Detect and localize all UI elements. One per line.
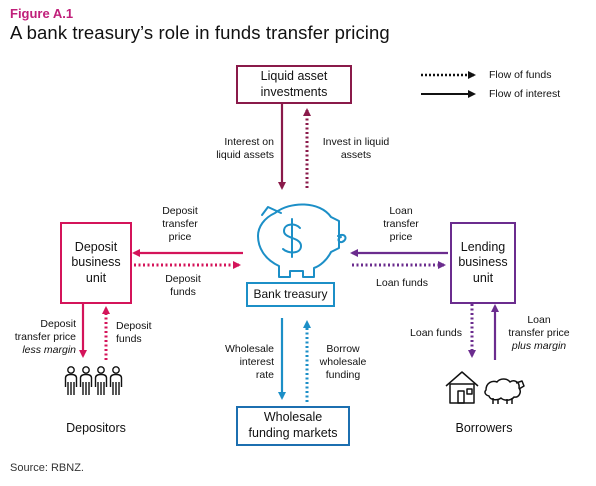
label-loan-ftp-line3: price [389, 231, 413, 244]
label-deposit-funds-line1: Deposit [165, 273, 201, 285]
dollar-sign-icon [282, 218, 303, 258]
deposit-business-unit-box: Deposit business unit [60, 222, 132, 304]
label-depositor-price: Deposit transfer price less margin [6, 318, 76, 357]
piggy-bank-icon [257, 203, 347, 278]
wholesale-funding-markets-box: Wholesale funding markets [236, 406, 350, 446]
label-deposit-ftp-line2: transfer [162, 218, 198, 231]
wholesale-line2: funding markets [248, 426, 338, 440]
label-loan-ftp-line1: Loan [389, 205, 413, 217]
figure-title: A bank treasury’s role in funds transfer… [10, 22, 390, 43]
label-interest-liquid: Interest on liquid assets [190, 136, 274, 162]
label-wholesale-rate-line2: interest [239, 356, 274, 369]
label-invest-liquid-line2: assets [340, 149, 372, 162]
label-depositor-price-line3: less margin [22, 344, 76, 357]
house-icon [445, 371, 479, 404]
bank-treasury-box: Bank treasury [246, 282, 335, 307]
label-deposit-ftp-line3: price [168, 231, 192, 244]
label-borrower-price-line2: transfer price [508, 327, 570, 340]
label-interest-liquid-line2: liquid assets [216, 149, 274, 162]
label-wholesale-rate-line1: Wholesale [224, 343, 274, 355]
bank-treasury-label: Bank treasury [253, 287, 328, 301]
label-invest-liquid: Invest in liquid assets [314, 136, 398, 162]
label-depositor-price-line2: transfer price [14, 331, 76, 344]
label-borrower-price: Loan transfer price plus margin [500, 314, 578, 353]
label-deposit-funds: Deposit funds [150, 273, 216, 299]
wholesale-line1: Wholesale [263, 410, 323, 425]
label-borrower-funds-line1: Loan funds [410, 327, 462, 339]
depositors-icon [64, 366, 123, 395]
label-borrow-wholesale-line1: Borrow [326, 343, 360, 355]
deposit-unit-line3: unit [85, 270, 107, 285]
legend-funds-label: Flow of funds [489, 69, 552, 81]
label-depositor-funds: Deposit funds [116, 320, 166, 346]
depositors-label: Depositors [66, 421, 126, 435]
label-depositor-funds-line1: Deposit [116, 320, 152, 332]
label-borrow-wholesale: Borrow wholesale funding [312, 343, 374, 382]
sheep-icon [484, 378, 525, 404]
deposit-unit-line1: Deposit [74, 239, 118, 254]
legend-interest-label: Flow of interest [489, 88, 561, 100]
label-borrower-price-line3: plus margin [511, 340, 567, 353]
figure-label: Figure A.1 [10, 6, 74, 21]
label-wholesale-rate-line3: rate [255, 369, 274, 382]
label-loan-funds-mid-line1: Loan funds [376, 277, 428, 289]
label-deposit-ftp-line1: Deposit [162, 205, 198, 217]
borrowers-label: Borrowers [455, 421, 513, 435]
label-borrow-wholesale-line3: funding [325, 369, 361, 382]
label-depositor-price-line1: Deposit [40, 318, 76, 330]
source-note: Source: RBNZ. [10, 462, 84, 474]
lending-unit-line1: Lending [460, 239, 506, 254]
label-loan-funds-mid: Loan funds [366, 277, 438, 290]
lending-unit-line2: business [458, 255, 508, 270]
liquid-asset-investments-box: Liquid asset investments [236, 65, 352, 104]
liquid-asset-line2: investments [260, 84, 328, 99]
lending-unit-line3: unit [472, 270, 494, 285]
lending-business-unit-box: Lending business unit [450, 222, 516, 304]
label-invest-liquid-line1: Invest in liquid [322, 136, 390, 148]
label-loan-ftp: Loan transfer price [372, 205, 430, 244]
label-loan-ftp-line2: transfer [383, 218, 419, 231]
label-deposit-ftp: Deposit transfer price [150, 205, 210, 244]
liquid-asset-line1: Liquid asset [260, 68, 328, 83]
label-borrower-funds: Loan funds [396, 327, 462, 340]
label-wholesale-rate: Wholesale interest rate [212, 343, 274, 382]
label-depositor-funds-line2: funds [116, 333, 142, 346]
label-borrower-price-line1: Loan [527, 314, 551, 326]
deposit-unit-line2: business [71, 255, 121, 270]
label-deposit-funds-line2: funds [170, 286, 196, 299]
label-interest-liquid-line1: Interest on [224, 136, 274, 148]
label-borrow-wholesale-line2: wholesale [319, 356, 367, 369]
